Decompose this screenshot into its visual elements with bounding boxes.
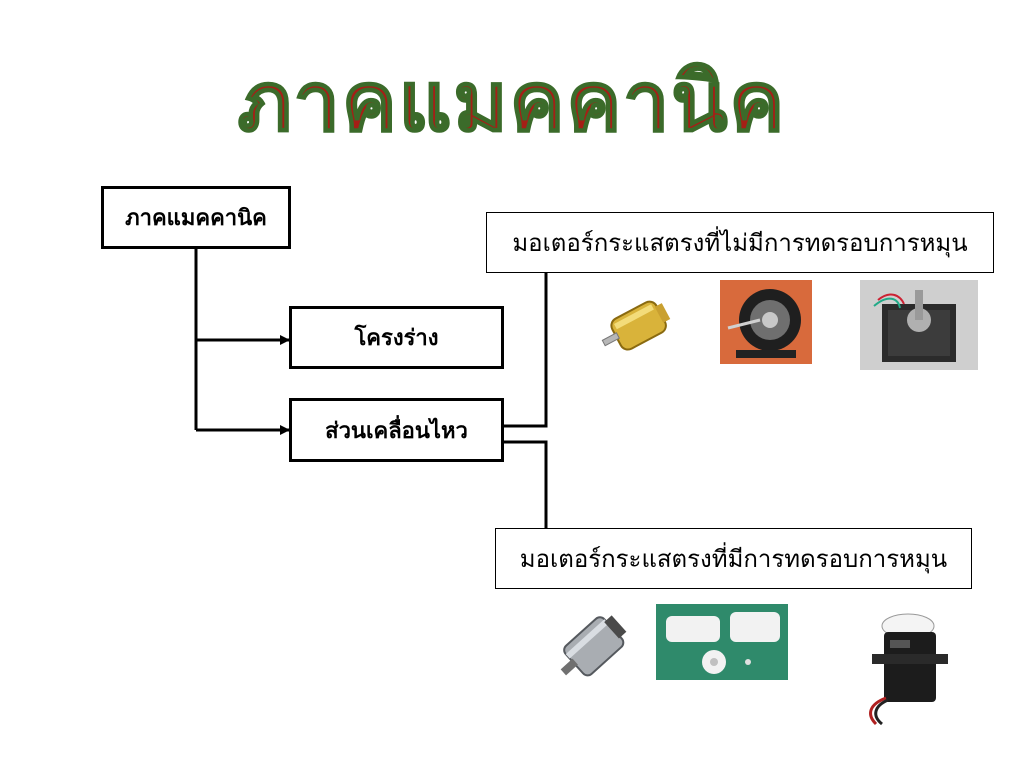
- servo-motor-photo: [869, 613, 948, 726]
- connector-to-geared: [504, 440, 548, 528]
- small-gold-dc-motor-photo: [601, 300, 671, 351]
- geared-motor-label: มอเตอร์กระแสตรงที่มีการทดรอบการหมุน: [519, 547, 948, 573]
- stepper-motor-photo: [860, 280, 978, 370]
- geared-dc-motor-photo: [560, 615, 627, 677]
- white-gearbox-motor-photo: [656, 604, 788, 680]
- connector-to-nongeared: [504, 273, 548, 428]
- moving-part-box: ส่วนเคลื่อนไหว: [289, 398, 504, 462]
- nongeared-motor-box: มอเตอร์กระแสตรงที่ไม่มีการทดรอบการหมุน: [486, 212, 994, 273]
- nongeared-motor-label: มอเตอร์กระแสตรงที่ไม่มีการทดรอบการหมุน: [512, 231, 968, 257]
- root-box: ภาคแมคคานิค: [101, 186, 291, 249]
- frame-label: โครงร่าง: [354, 325, 439, 351]
- geared-motor-box: มอเตอร์กระแสตรงที่มีการทดรอบการหมุน: [495, 528, 972, 589]
- slide-title: ภาคแมคคานิค: [237, 54, 787, 151]
- frame-box: โครงร่าง: [289, 306, 504, 369]
- fan-motor-photo: [720, 280, 812, 364]
- root-label: ภาคแมคคานิค: [125, 205, 267, 231]
- moving-part-label: ส่วนเคลื่อนไหว: [325, 417, 468, 444]
